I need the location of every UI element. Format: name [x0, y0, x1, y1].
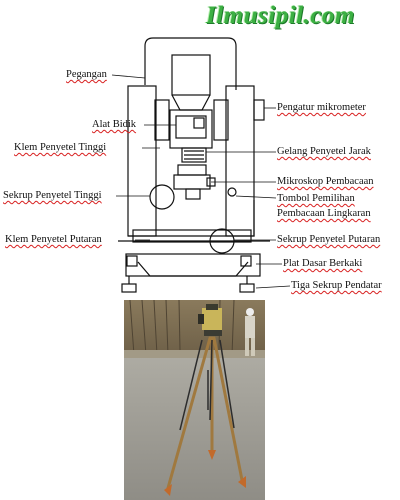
label-tiga-sekrup-pendatar: Tiga Sekrup Pendatar	[291, 280, 382, 291]
eyepiece-top	[171, 54, 211, 96]
label-tombol-pemilihan: Tombol Pemilihan	[277, 193, 355, 204]
theodolite-diagram	[111, 37, 291, 293]
label-pembacaan-lingkaran: Pembacaan Lingkaran	[277, 208, 371, 219]
base-plate	[125, 253, 261, 277]
horizontal-knob	[209, 228, 235, 254]
label-alat-bidik: Alat Bidik	[92, 119, 137, 130]
label-sekrup-penyetel-putaran: Sekrup Penyetel Putaran	[277, 234, 381, 245]
label-sekrup-penyetel-tinggi: Sekrup Penyetel Tinggi	[3, 190, 102, 201]
label-pegangan: Pegangan	[66, 69, 107, 80]
leveling-screw-right	[239, 283, 255, 293]
left-standard	[127, 85, 157, 237]
theodolite-photo	[124, 300, 265, 500]
label-klem-penyetel-tinggi: Klem Penyetel Tinggi	[14, 142, 107, 153]
label-plat-dasar-berkaki: Plat Dasar Berkaki	[283, 258, 363, 269]
label-pengatur-mikrometer: Pengatur mikrometer	[277, 102, 366, 113]
label-klem-penyetel-putaran: Klem Penyetel Putaran	[5, 234, 102, 245]
right-standard	[225, 85, 255, 237]
label-gelang-penyetel-jarak: Gelang Penyetel Jarak	[277, 146, 371, 157]
site-watermark: Ilmusipil.com	[206, 2, 355, 29]
leveling-screw-left	[121, 283, 137, 293]
vertical-knob	[149, 184, 175, 210]
handle-shape	[144, 37, 237, 90]
theodolite-photo-illustration	[124, 300, 265, 500]
label-mikroskop-pembacaan: Mikroskop Pembacaan	[277, 176, 374, 187]
